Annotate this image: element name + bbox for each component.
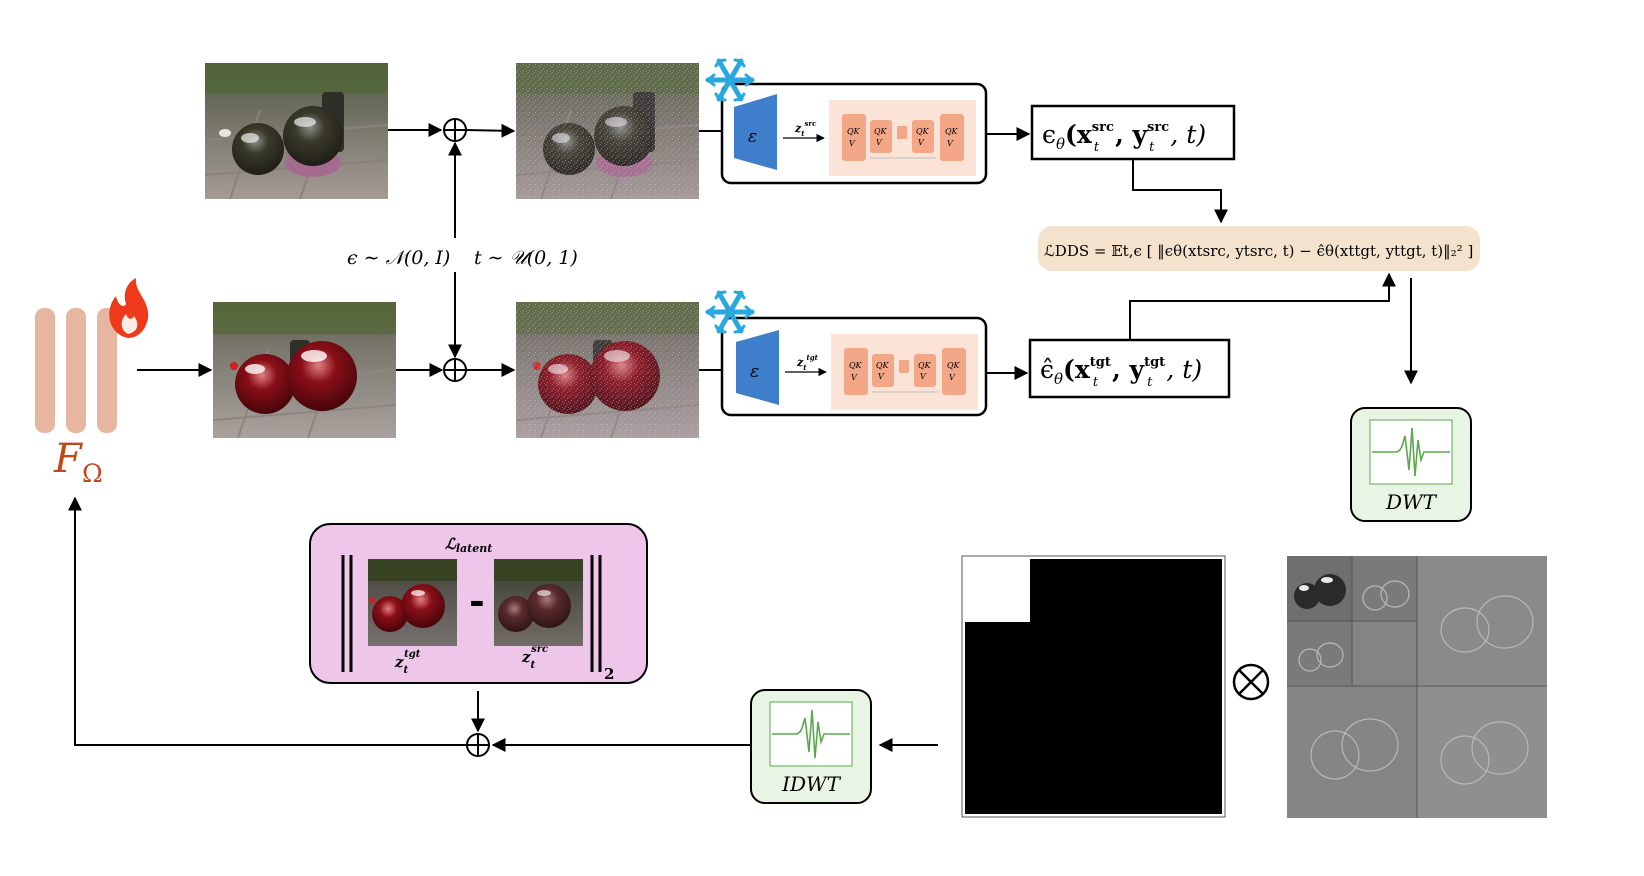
encoder-symbol-bottom: ε <box>750 362 759 382</box>
dwt-label: DWT <box>1385 490 1438 514</box>
wavelet-icon <box>1372 427 1450 477</box>
arrow-eps-src-to-dds <box>1132 159 1228 224</box>
noise-eps-label: ϵ ∼ 𝒩(0, I) <box>347 247 450 269</box>
encoder-block-bottom <box>736 330 779 405</box>
fire-icon <box>109 278 149 338</box>
svg-text:V: V <box>851 373 858 382</box>
frequency-mask <box>961 555 1226 818</box>
f-omega-label-sub: Ω <box>82 459 103 488</box>
svg-text:V: V <box>849 139 856 148</box>
unet-box-top: ε ztsrc QK V QK V QK V QK V <box>720 82 988 185</box>
dds-loss-formula: ℒDDS = 𝔼t,ϵ [ ‖ϵθ(xtsrc, ytsrc, t) − ϵ̂θ… <box>1044 242 1473 260</box>
svg-text:V: V <box>920 372 927 381</box>
wavelet-icon <box>772 709 850 759</box>
unet-box-bottom: ε zttgt QK V QK V QK V QK V <box>720 316 988 417</box>
z-src-label: ztsrc <box>521 644 548 671</box>
encoder-symbol-top: ε <box>748 127 757 147</box>
elementwise-product-icon <box>1232 663 1270 701</box>
svg-text:V: V <box>918 138 925 147</box>
svg-text:ℒlatent: ℒlatent <box>445 535 492 555</box>
idwt-label: IDWT <box>781 772 841 796</box>
f-omega-label-F: F <box>53 436 83 482</box>
encoder-block-top <box>734 94 777 170</box>
svg-text:QK: QK <box>918 361 932 370</box>
latent-loss-box: ℒlatent 2 - zttgt ztsrc <box>309 523 648 684</box>
dds-loss-box: ℒDDS = 𝔼t,ϵ [ ‖ϵθ(xtsrc, ytsrc, t) − ϵ̂θ… <box>1038 226 1480 271</box>
noise-t-label: t ∼ 𝒰(0, 1) <box>474 247 578 269</box>
latent-source-image <box>494 559 583 646</box>
snowflake-icon <box>705 290 755 334</box>
minus-sign: - <box>469 578 485 623</box>
svg-text:V: V <box>876 138 883 147</box>
noisy-target-image <box>516 302 699 438</box>
idwt-block: IDWT <box>750 689 872 804</box>
svg-text:QK: QK <box>874 127 888 136</box>
svg-text:QK: QK <box>945 127 959 136</box>
snowflake-icon <box>705 58 755 102</box>
svg-text:2: 2 <box>604 665 614 683</box>
dwt-block: DWT <box>1350 407 1472 522</box>
svg-text:V: V <box>878 372 885 381</box>
latent-target-image <box>368 559 457 646</box>
svg-text:QK: QK <box>916 127 930 136</box>
svg-text:QK: QK <box>849 361 863 370</box>
svg-text:QK: QK <box>876 361 890 370</box>
source-render-image <box>205 63 388 199</box>
add-node-bottom <box>443 358 467 382</box>
arrow-add-to-noisy-src <box>465 123 516 138</box>
svg-text:V: V <box>947 139 954 148</box>
wavelet-coefficients-image <box>1287 556 1547 818</box>
noisy-source-image <box>516 63 699 199</box>
svg-text:QK: QK <box>847 127 861 136</box>
svg-text:V: V <box>949 373 956 382</box>
arrow-eps-tgt-to-dds <box>1129 272 1396 340</box>
add-node-top <box>443 118 467 142</box>
svg-text:QK: QK <box>947 361 961 370</box>
f-omega-model <box>35 308 117 433</box>
arrow-loss-to-f-omega <box>68 496 467 746</box>
z-tgt-label: zttgt <box>394 649 421 676</box>
add-node-final <box>466 733 490 757</box>
target-render-image <box>213 302 396 438</box>
